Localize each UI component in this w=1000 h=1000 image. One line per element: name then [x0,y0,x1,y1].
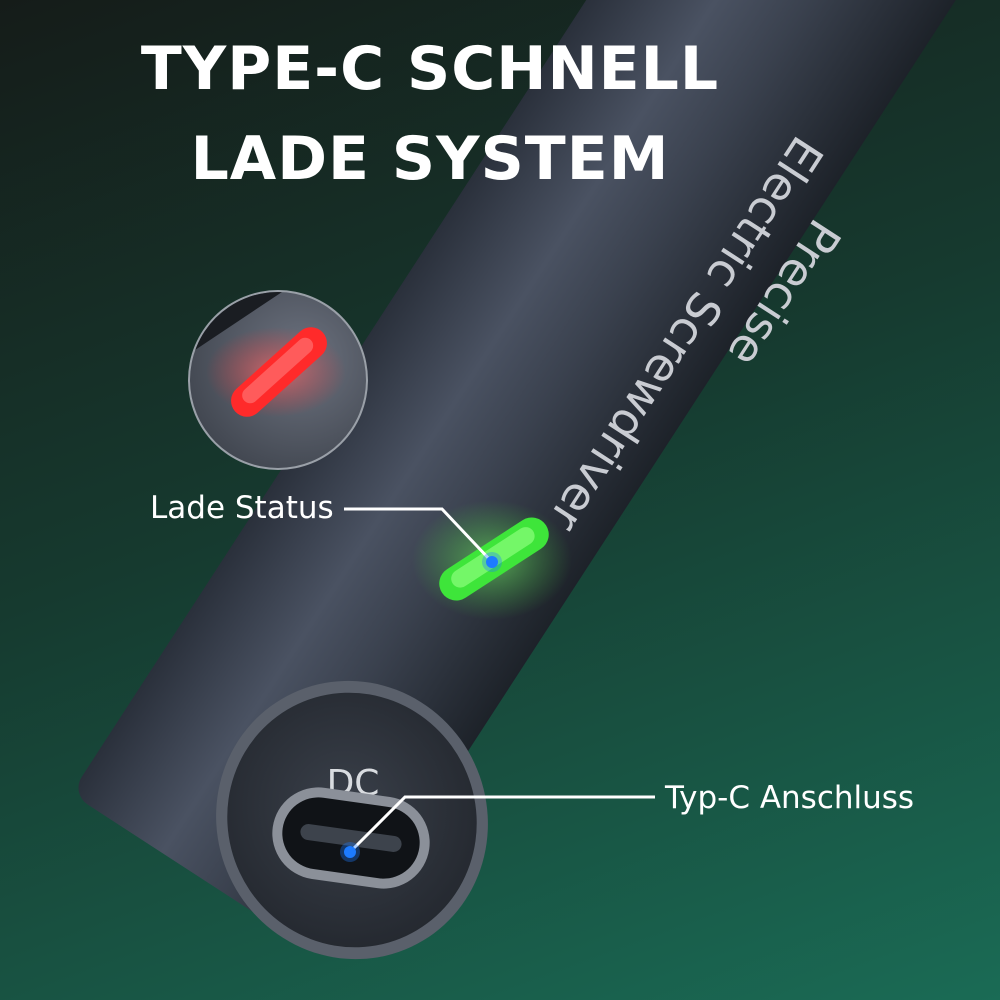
callout-label-typc-port: Typ-C Anschluss [665,780,915,816]
headline-line-1: TYPE-C SCHNELL [140,34,720,104]
callout-line-lade-status [344,507,502,572]
headline: TYPE-C SCHNELL LADE SYSTEM [0,24,860,204]
callout-line-typc [340,795,655,862]
screwdriver-body: Precise Electric Screwdriver [78,0,966,955]
led-zoom-inset [188,290,368,470]
headline-line-2: LADE SYSTEM [190,124,670,194]
callout-label-lade-status: Lade Status [150,490,334,526]
